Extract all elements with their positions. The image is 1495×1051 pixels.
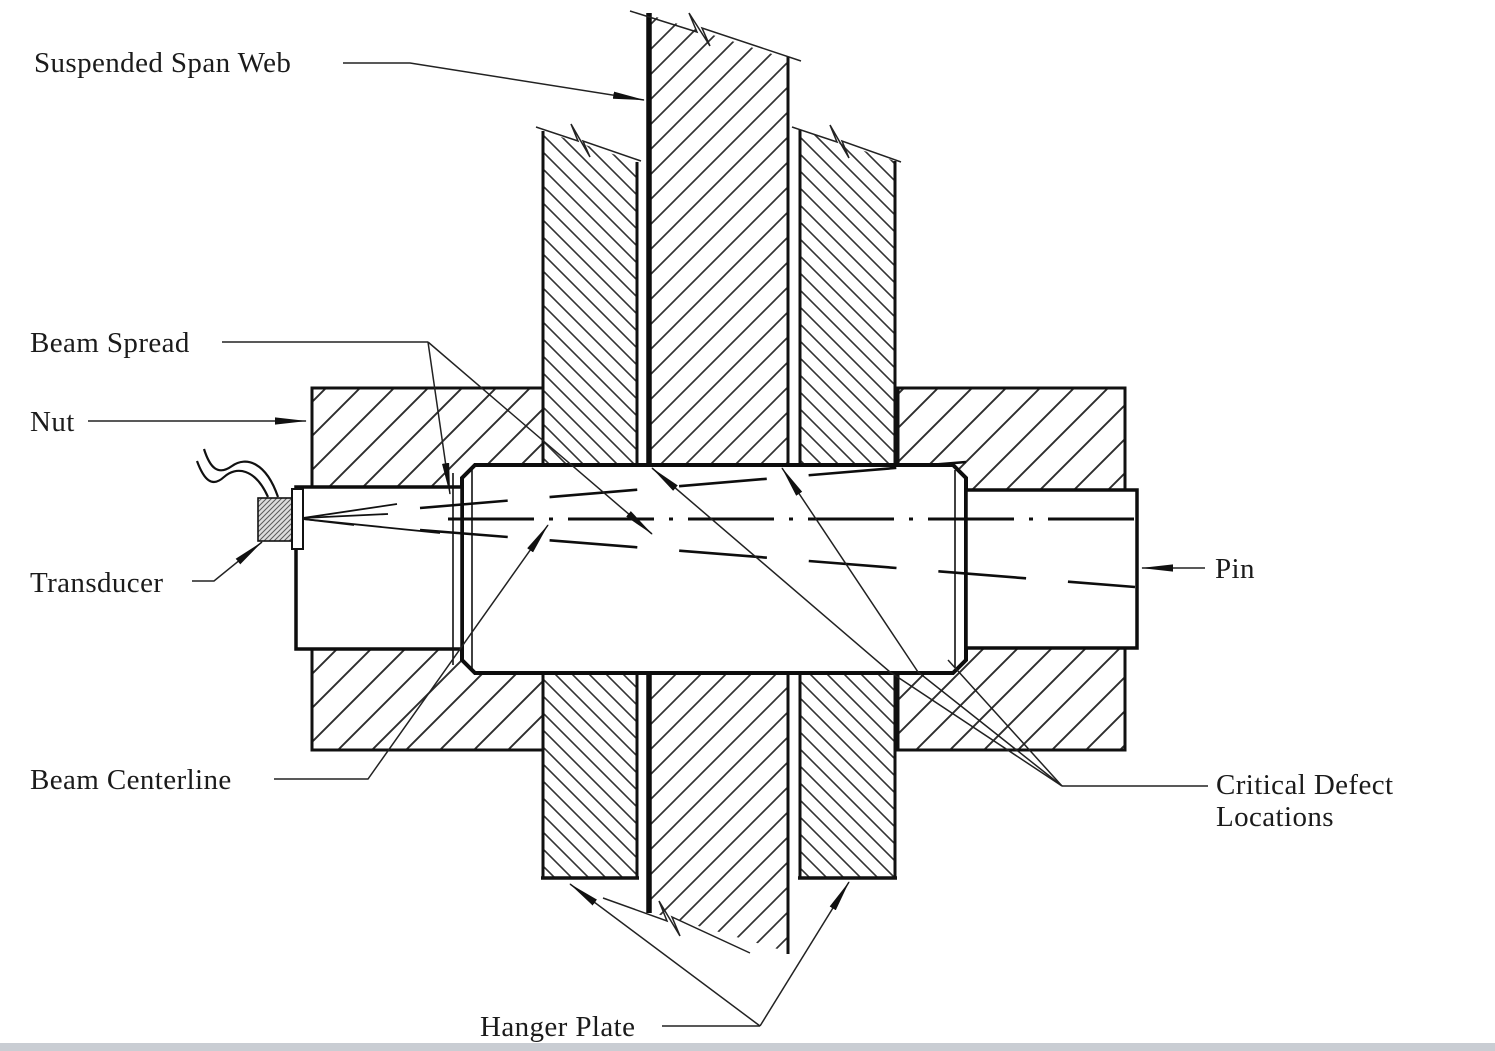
beam-lower-boundary xyxy=(419,528,1136,589)
leader-beam-spread-b xyxy=(427,341,653,535)
leader-hanger-plate-left xyxy=(569,883,761,1027)
transducer-assembly xyxy=(195,448,304,550)
left-hanger-plate-break-line xyxy=(535,123,642,162)
label-hanger-plate: Hanger Plate xyxy=(480,1011,635,1043)
transducer-block xyxy=(257,497,293,542)
beam-upper-boundary xyxy=(419,460,967,510)
label-critical-defect-line2: Locations xyxy=(1216,801,1334,833)
label-critical-defect-line1: Critical Defect xyxy=(1216,769,1394,801)
leader-transducer xyxy=(192,541,263,582)
leader-hanger-plate-right xyxy=(759,881,850,1027)
web-top-break-line xyxy=(629,10,802,62)
label-beam-spread: Beam Spread xyxy=(30,327,190,359)
leader-beam-centerline xyxy=(274,524,549,780)
label-beam-centerline: Beam Centerline xyxy=(30,764,232,796)
right-hanger-plate-break-line xyxy=(791,124,902,163)
transducer-contact-plate xyxy=(291,488,304,550)
label-suspended-span-web: Suspended Span Web xyxy=(34,47,291,79)
ultrasonic-beam xyxy=(302,460,1137,589)
leader-critical-defect-1 xyxy=(651,467,1063,787)
label-transducer: Transducer xyxy=(30,567,163,599)
transducer-cable xyxy=(195,460,270,498)
pin-left-shaft xyxy=(294,485,464,651)
pin-right-shaft xyxy=(964,488,1139,650)
leader-critical-defect-2 xyxy=(781,467,1063,787)
label-nut: Nut xyxy=(30,406,75,438)
beam-fan-lines xyxy=(302,503,441,534)
web-bottom-break-line xyxy=(602,897,751,954)
bottom-edge-bar xyxy=(0,1043,1495,1051)
pin-barrel xyxy=(460,463,968,675)
label-pin: Pin xyxy=(1215,553,1255,585)
leader-suspended-span-web xyxy=(343,62,645,101)
transducer-cable-2 xyxy=(202,448,280,498)
leader-critical-defect-3 xyxy=(947,659,1063,787)
leader-beam-spread-a xyxy=(427,341,451,495)
leader-lines xyxy=(88,62,1208,1027)
pin-assembly xyxy=(294,463,1139,675)
